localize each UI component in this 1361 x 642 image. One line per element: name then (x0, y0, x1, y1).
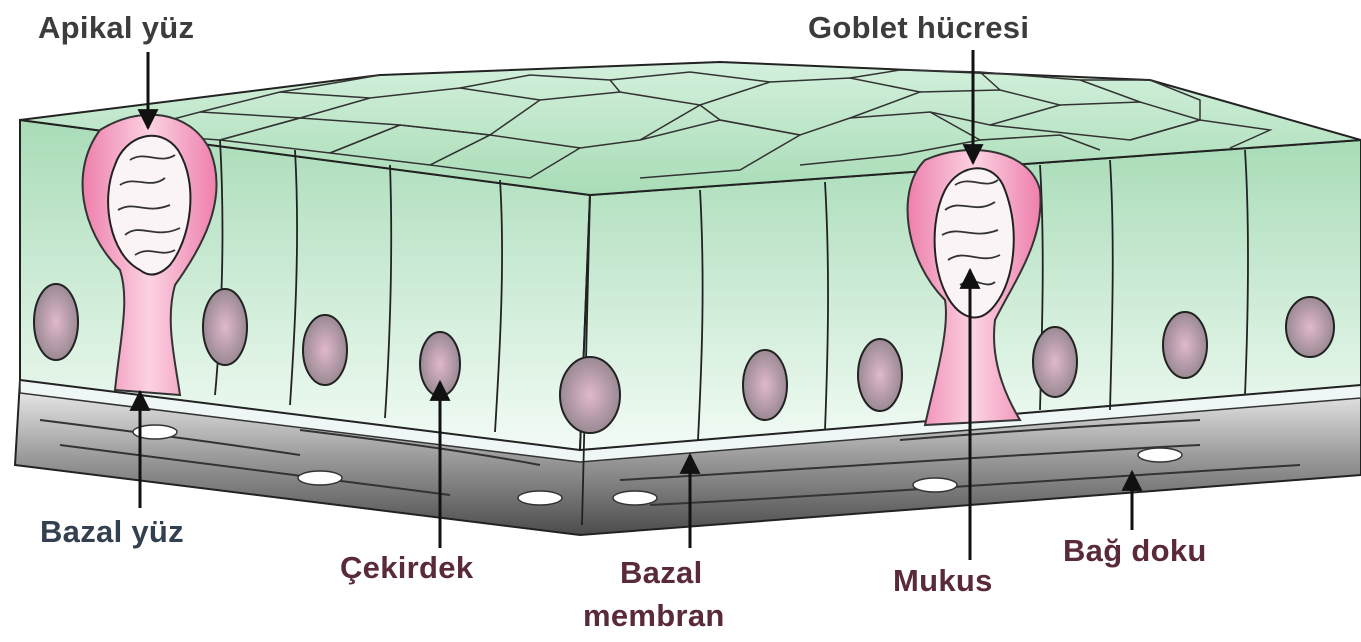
label-bazal-membran-line2: membran (583, 600, 725, 631)
label-mukus: Mukus (893, 565, 993, 596)
label-bag-doku: Bağ doku (1063, 535, 1207, 566)
label-cekirdek: Çekirdek (340, 552, 473, 583)
label-apikal-yuz: Apikal yüz (38, 12, 194, 43)
label-goblet-hucresi: Goblet hücresi (808, 12, 1029, 43)
label-bazal-membran-line1: Bazal (620, 557, 702, 588)
label-bazal-yuz: Bazal yüz (40, 516, 184, 547)
